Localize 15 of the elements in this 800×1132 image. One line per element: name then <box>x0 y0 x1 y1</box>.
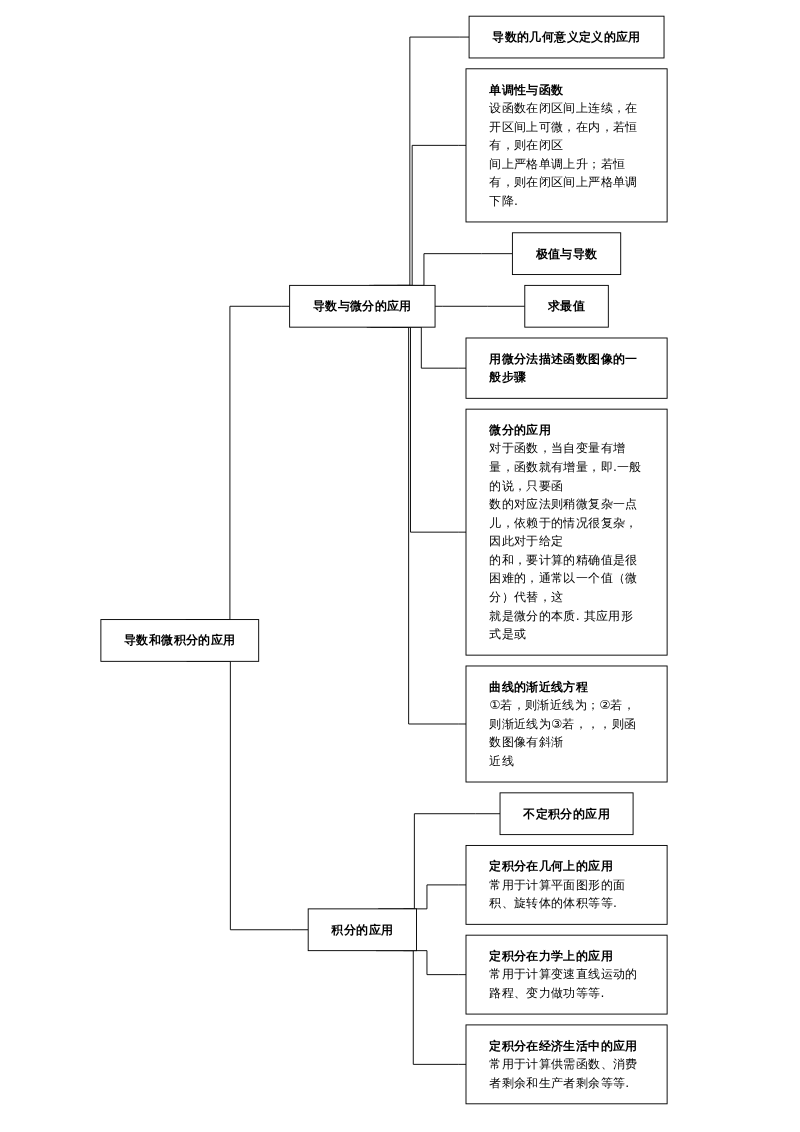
node-box: 极值与导数 <box>511 232 622 276</box>
node-box: 求最值 <box>524 284 609 328</box>
connector <box>434 305 526 307</box>
node-box: 定积分在几何上的应用 常用于计算平面图形的面积、旋转体的体积等等. <box>465 844 668 925</box>
node-box: 微分的应用 对于函数，当自变量有增量，函数就有增量，即.一般的说，只要函数的对应法则稍微复杂一点儿，依赖于的情况很复杂，因此对于给定的和，要计算的精确值是很困难的，通常以一个值（微分）代替，这就是微分的本质. 其应用形式是或 <box>465 408 668 656</box>
node-box: 积分的应用 <box>307 908 417 952</box>
node-box: 导数和微积分的应用 <box>100 619 260 662</box>
node-box: 曲线的渐近线方程 ①若，则渐近线为；②若，则渐近线为③若，，，则函数图像有斜渐近线 <box>465 665 668 783</box>
node-box: 不定积分的应用 <box>499 792 634 836</box>
node-box: 定积分在经济生活中的应用 常用于计算供需函数、消费者剩余和生产者剩余等等. <box>465 1024 668 1105</box>
node-box: 导数与微分的应用 <box>289 284 436 328</box>
node-box: 导数的几何意义定义的应用 <box>468 15 665 59</box>
node-box: 用微分法描述函数图像的一般步骤 <box>465 337 668 399</box>
node-box: 单调性与函数 设函数在闭区间上连续，在开区间上可微，在内，若恒有，则在闭区间上严格单调上升；若恒有，则在闭区间上严格单调下降. <box>465 68 668 223</box>
node-box: 定积分在力学上的应用 常用于计算变速直线运动的路程、变力做功等等. <box>465 934 668 1015</box>
